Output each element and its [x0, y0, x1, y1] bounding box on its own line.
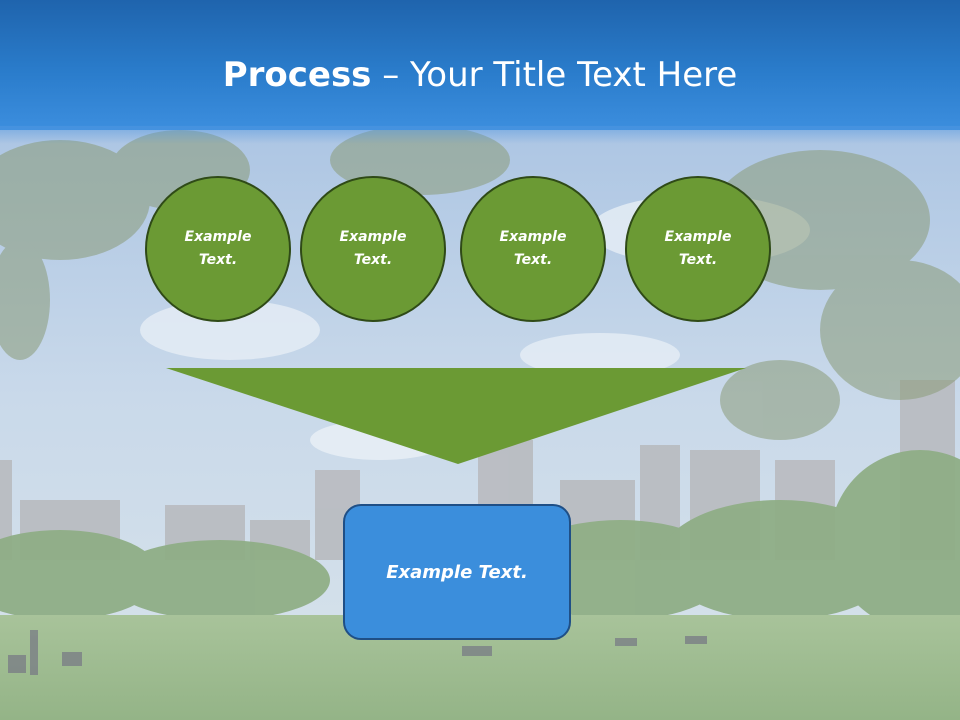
- title-bold: Process: [222, 55, 372, 95]
- title-rest: – Your Title Text Here: [371, 55, 738, 95]
- step-label: Example Text.: [339, 229, 407, 268]
- step-label: Example Text.: [184, 229, 252, 268]
- process-step-circle-1[interactable]: Example Text.: [145, 176, 291, 322]
- banner-fade: [0, 126, 960, 144]
- process-step-circle-4[interactable]: Example Text.: [625, 176, 771, 322]
- step-label: Example Text.: [664, 229, 732, 268]
- slide-title: Process – Your Title Text Here: [0, 52, 960, 98]
- process-step-circle-2[interactable]: Example Text.: [300, 176, 446, 322]
- step-label: Example Text.: [499, 229, 567, 268]
- result-label: Example Text.: [386, 561, 528, 583]
- funnel-triangle: [166, 368, 746, 464]
- result-box[interactable]: Example Text.: [343, 504, 571, 640]
- title-banner: [0, 0, 960, 130]
- process-step-circle-3[interactable]: Example Text.: [460, 176, 606, 322]
